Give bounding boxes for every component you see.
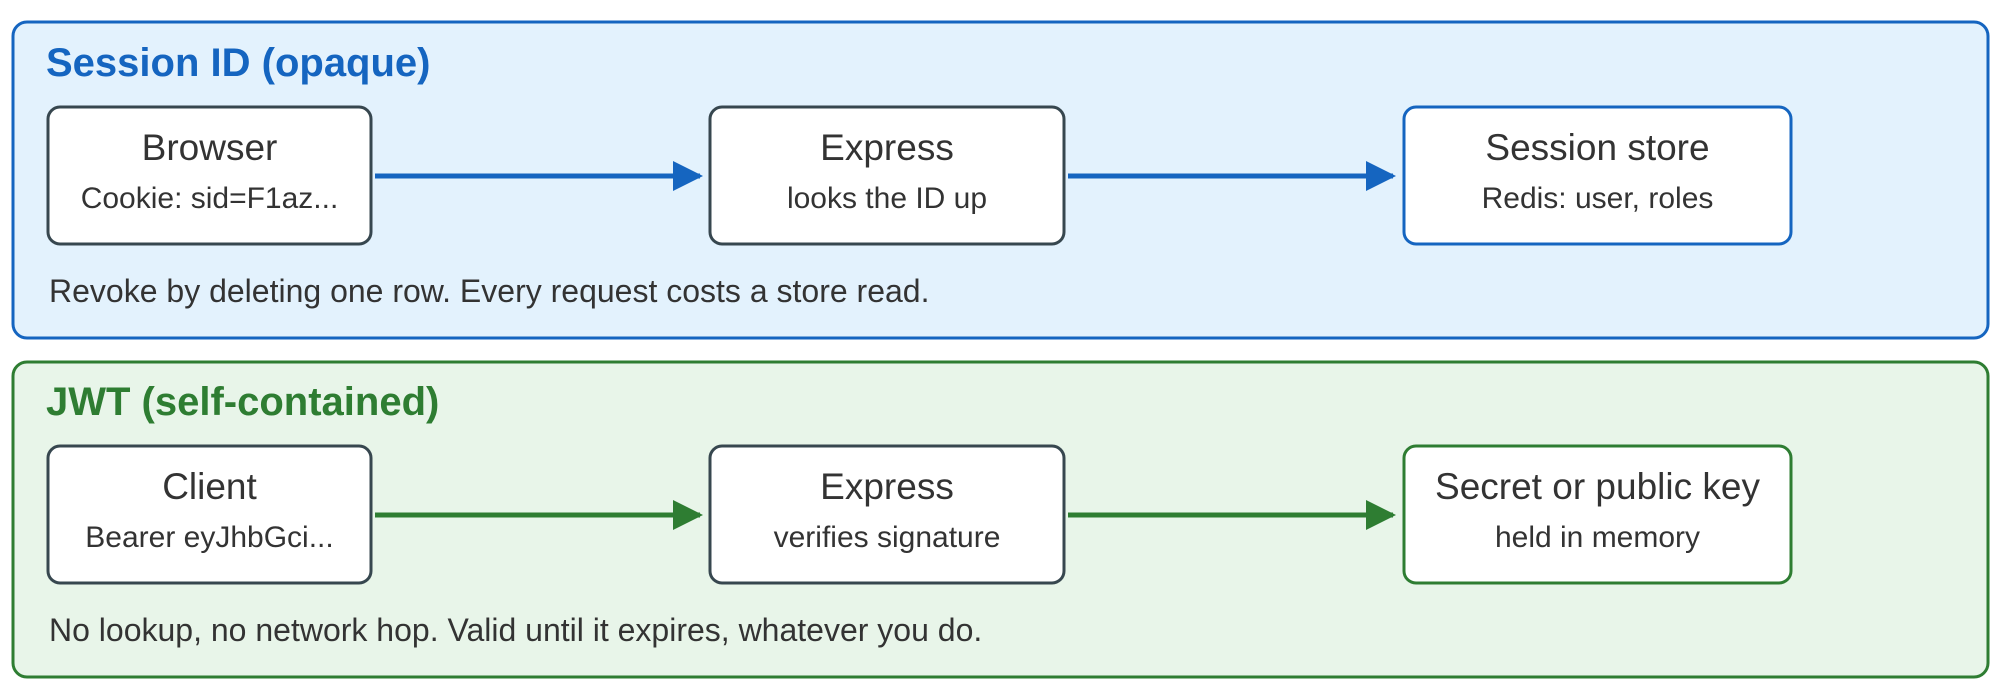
jwt-node-client-title: Client	[162, 466, 257, 507]
session-node-browser: Browser Cookie: sid=F1az...	[46, 105, 373, 246]
jwt-node-key-subtitle: held in memory	[1495, 521, 1700, 554]
jwt-node-express-subtitle: verifies signature	[774, 521, 1001, 554]
session-node-express-title: Express	[820, 127, 954, 168]
session-node-browser-title: Browser	[142, 127, 278, 168]
session-node-express-subtitle: looks the ID up	[787, 182, 987, 215]
jwt-node-key: Secret or public key held in memory	[1402, 444, 1793, 585]
jwt-node-express-box	[708, 444, 1066, 585]
session-panel-title: Session ID (opaque)	[46, 41, 431, 85]
jwt-panel: JWT (self-contained) Client Bearer eyJhb…	[11, 360, 1990, 679]
session-node-store-box	[1402, 105, 1793, 246]
jwt-node-client-subtitle: Bearer eyJhbGci...	[85, 521, 333, 554]
session-node-browser-box	[46, 105, 373, 246]
session-node-store-title: Session store	[1485, 127, 1709, 168]
session-node-browser-subtitle: Cookie: sid=F1az...	[81, 182, 339, 215]
jwt-node-key-title: Secret or public key	[1435, 466, 1760, 507]
jwt-node-client-box	[46, 444, 373, 585]
session-node-store: Session store Redis: user, roles	[1402, 105, 1793, 246]
session-node-express-box	[708, 105, 1066, 246]
jwt-panel-title: JWT (self-contained)	[46, 380, 439, 424]
jwt-node-client: Client Bearer eyJhbGci...	[46, 444, 373, 585]
jwt-node-express: Express verifies signature	[708, 444, 1066, 585]
jwt-panel-note: No lookup, no network hop. Valid until i…	[49, 612, 982, 648]
session-node-store-subtitle: Redis: user, roles	[1482, 182, 1714, 215]
session-node-express: Express looks the ID up	[708, 105, 1066, 246]
session-panel: Session ID (opaque) Browser Cookie: sid=…	[11, 20, 1990, 340]
jwt-node-key-box	[1402, 444, 1793, 585]
session-panel-note: Revoke by deleting one row. Every reques…	[49, 273, 929, 309]
jwt-node-express-title: Express	[820, 466, 954, 507]
